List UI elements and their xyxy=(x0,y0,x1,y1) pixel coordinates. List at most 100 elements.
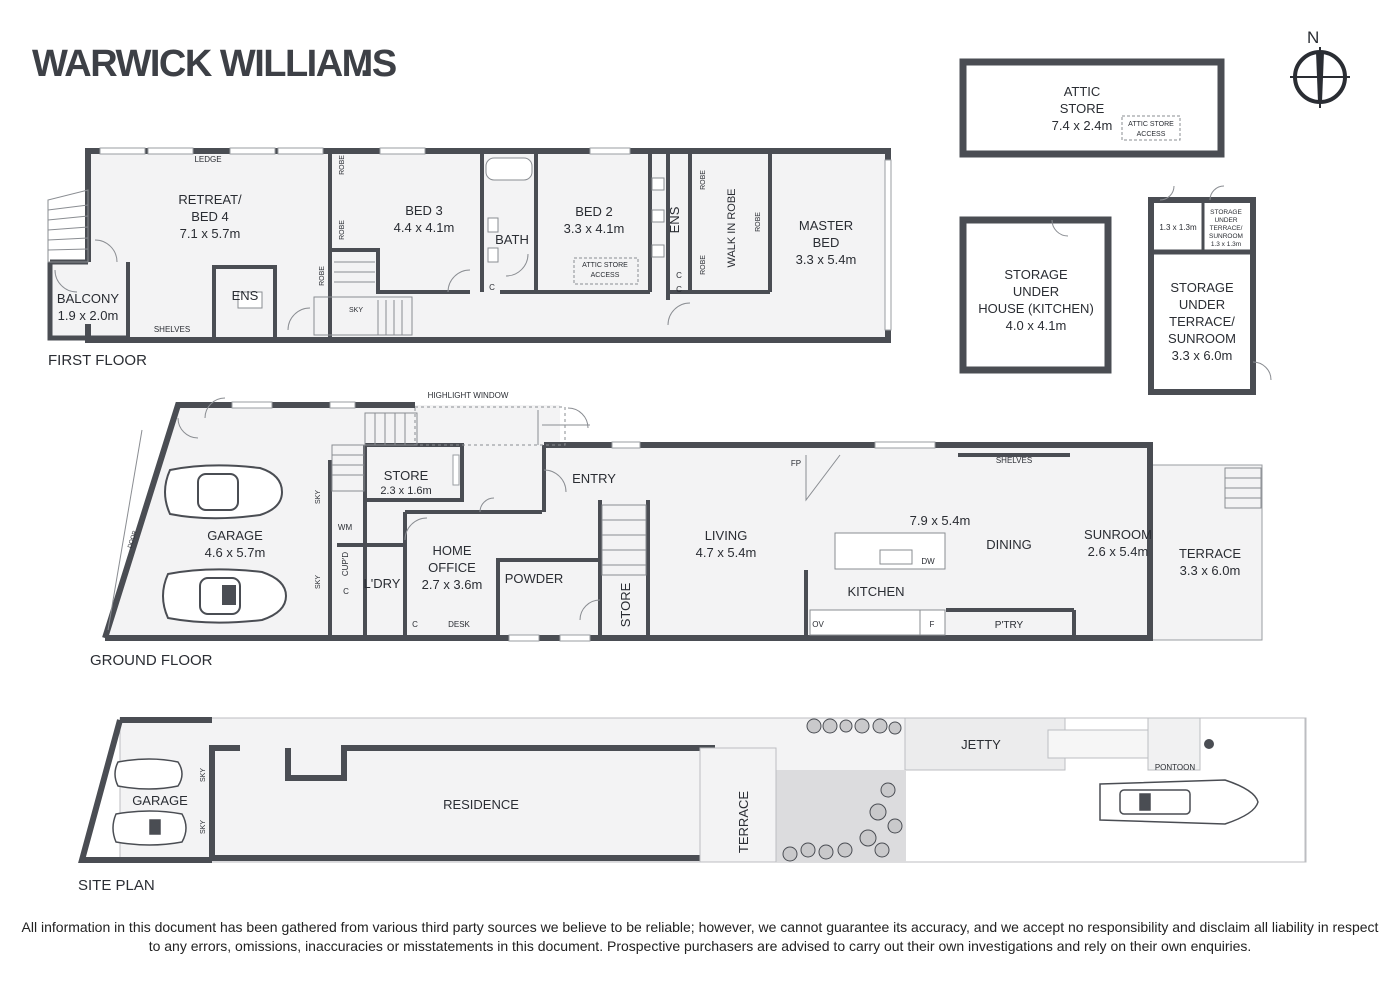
master-label: MASTER xyxy=(799,218,853,233)
brand-dot: . xyxy=(360,43,371,85)
boat-icon xyxy=(1099,779,1259,825)
brand-name: WARWICK WILLIAMS xyxy=(32,43,396,85)
master-label-2: BED xyxy=(813,235,840,250)
attic-access-label: ATTIC STORE xyxy=(582,262,628,269)
site-plan-title: SITE PLAN xyxy=(78,877,155,894)
small-store-l3: TERRACE/ xyxy=(1210,225,1243,232)
robe-label-3: ROBE xyxy=(319,266,326,286)
dining-label: DINING xyxy=(986,537,1032,552)
storage-terrace-plan: 1.3 x 1.3m STORAGE UNDER TERRACE/ SUNROO… xyxy=(1148,185,1272,395)
store-label: STORE xyxy=(384,468,429,483)
ledge-label: LEDGE xyxy=(194,155,221,164)
storage-terrace-l2: UNDER xyxy=(1179,297,1225,312)
small-store-l5: 1.3 x 1.3m xyxy=(1211,241,1241,248)
highlight-window-label: HIGHLIGHT WINDOW xyxy=(428,391,509,400)
car-icon-2 xyxy=(162,568,288,624)
retreat-label-2: BED 4 xyxy=(191,209,229,224)
cupboard-label-3: C xyxy=(676,285,682,294)
storage-kitchen-plan: STORAGE UNDER HOUSE (KITCHEN) 4.0 x 4.1m xyxy=(959,216,1112,374)
brand-logo: WARWICK WILLIAMS . xyxy=(32,43,397,85)
laundry-label: L'DRY xyxy=(364,576,401,591)
attic-size: 7.4 x 2.4m xyxy=(1052,118,1113,133)
storage-kitchen-l1: STORAGE xyxy=(1004,267,1068,282)
garage-sky-label-2: SKY xyxy=(315,575,322,589)
attic-access-note: ATTIC STORE xyxy=(1128,121,1174,128)
cupboard-label-1: C xyxy=(489,283,495,292)
site-sky-label-2: SKY xyxy=(200,820,207,834)
compass-icon: N xyxy=(1290,28,1350,108)
attic-label: ATTIC xyxy=(1064,84,1101,99)
laundry-c-label: C xyxy=(343,587,349,596)
office-label: HOME xyxy=(433,543,472,558)
robe-label-2: ROBE xyxy=(339,220,346,240)
ground-floor-plan: HIGHLIGHT WINDOW GARAGE 4.6 x 5.7m SKY S… xyxy=(90,391,1263,669)
compass-north: N xyxy=(1307,28,1319,47)
powder-label: POWDER xyxy=(505,571,564,586)
attic-access-note-2: ACCESS xyxy=(1137,131,1166,138)
terrace-size: 3.3 x 6.0m xyxy=(1180,563,1241,578)
store-size: 2.3 x 1.6m xyxy=(380,485,431,497)
garage-sky-label: SKY xyxy=(315,490,322,504)
master-size: 3.3 x 5.4m xyxy=(796,252,857,267)
garage-label: GARAGE xyxy=(207,528,263,543)
shelves-label: SHELVES xyxy=(154,325,190,334)
living-size: 4.7 x 5.4m xyxy=(696,545,757,560)
storage-kitchen-size: 4.0 x 4.1m xyxy=(1006,318,1067,333)
jetty-label: JETTY xyxy=(961,737,1001,752)
attic-store-plan: ATTIC STORE 7.4 x 2.4m ATTIC STORE ACCES… xyxy=(959,58,1225,158)
small-store-l4: SUNROOM xyxy=(1209,233,1243,240)
shelves-ground-label: SHELVES xyxy=(996,456,1032,465)
sunroom-size: 2.6 x 5.4m xyxy=(1088,544,1149,559)
bath-label: BATH xyxy=(495,232,529,247)
site-plan: GARAGE SKY SKY RESIDENCE TERRACE JETTY P… xyxy=(78,717,1307,894)
balcony-size: 1.9 x 2.0m xyxy=(58,308,119,323)
terrace-label: TERRACE xyxy=(1179,546,1241,561)
pantry-label: P'TRY xyxy=(995,620,1024,631)
residence-label: RESIDENCE xyxy=(443,797,519,812)
site-terrace-label: TERRACE xyxy=(736,791,751,853)
bed3-label: BED 3 xyxy=(405,203,443,218)
storage-kitchen-l2: UNDER xyxy=(1013,284,1059,299)
living-label: LIVING xyxy=(705,528,748,543)
attic-label-2: STORE xyxy=(1060,101,1105,116)
bed3-size: 4.4 x 4.1m xyxy=(394,220,455,235)
attic-access-label-2: ACCESS xyxy=(591,272,620,279)
fridge-label: F xyxy=(930,620,935,629)
small-store-l1: STORAGE xyxy=(1210,209,1242,216)
cupd-label: CUP'D xyxy=(341,552,350,576)
dishwasher-label: DW xyxy=(921,557,935,566)
robe-label-4: ROBE xyxy=(700,170,707,190)
garage-door-label: DOOR xyxy=(127,530,138,550)
sunroom-label: SUNROOM xyxy=(1084,527,1152,542)
ground-floor-title: GROUND FLOOR xyxy=(90,652,213,669)
plants-icon xyxy=(782,718,903,862)
car-icon xyxy=(164,464,284,520)
retreat-label: RETREAT/ xyxy=(178,192,242,207)
fireplace-label: FP xyxy=(791,459,801,468)
entry-label: ENTRY xyxy=(572,471,616,486)
garage-size: 4.6 x 5.7m xyxy=(205,545,266,560)
storage-kitchen-l3: HOUSE (KITCHEN) xyxy=(978,301,1094,316)
site-car-icon xyxy=(112,758,187,846)
wm-label: WM xyxy=(338,523,353,532)
sky-label: SKY xyxy=(349,307,363,314)
retreat-size: 7.1 x 5.7m xyxy=(180,226,241,241)
robe-label-1: ROBE xyxy=(339,155,346,175)
office-c-label: C xyxy=(412,620,418,629)
dining-size: 7.9 x 5.4m xyxy=(910,513,971,528)
walk-in-robe-label: WALK IN ROBE xyxy=(726,188,738,267)
ensuite-1-label: ENS xyxy=(232,288,259,303)
pontoon-label: PONTOON xyxy=(1155,763,1196,772)
office-label-2: OFFICE xyxy=(428,560,476,575)
small-store-l2: UNDER xyxy=(1214,217,1237,224)
robe-label-6: ROBE xyxy=(755,212,762,232)
storage-terrace-l4: SUNROOM xyxy=(1168,331,1236,346)
storage-terrace-size: 3.3 x 6.0m xyxy=(1172,348,1233,363)
storage-terrace-l3: TERRACE/ xyxy=(1169,314,1235,329)
storage-terrace-l1: STORAGE xyxy=(1170,280,1234,295)
first-floor-plan: RETREAT/ BED 4 7.1 x 5.7m BALCONY 1.9 x … xyxy=(47,147,892,369)
store-2-label: STORE xyxy=(618,582,633,627)
site-garage-label: GARAGE xyxy=(132,793,188,808)
site-sky-label: SKY xyxy=(200,768,207,782)
